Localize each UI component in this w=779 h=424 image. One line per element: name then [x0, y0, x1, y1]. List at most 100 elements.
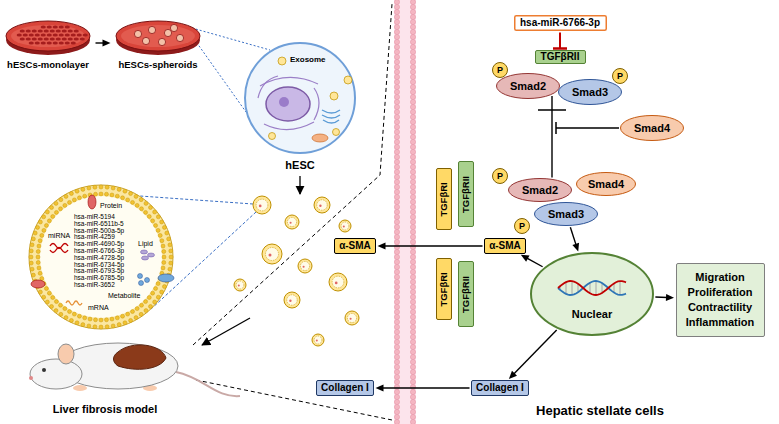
- cargo-dot: [289, 300, 291, 302]
- node-label: hsa-miR-4728-5p: [74, 255, 124, 262]
- node-outline: [515, 219, 530, 234]
- lipid-head: [42, 215, 46, 219]
- lipid-head: [131, 310, 135, 314]
- lipid-head: [394, 79, 399, 84]
- smad-ellipse: Smad2: [496, 73, 560, 99]
- cell-dot: [23, 33, 28, 36]
- lipid-head: [410, 169, 415, 174]
- arrow-head: [572, 243, 579, 252]
- inhibition-head: [553, 47, 567, 50]
- connector-line: [559, 33, 561, 49]
- lipid-head: [68, 200, 72, 204]
- cargo-dot: [290, 222, 292, 224]
- lipid-head: [410, 209, 415, 214]
- node-label: TGFβRII: [461, 176, 472, 213]
- node-label: hsa-miR-6785-5p: [74, 275, 124, 282]
- lipid-head: [162, 285, 166, 289]
- node-label: α-SMA: [339, 240, 371, 252]
- dish-medium: [121, 25, 195, 47]
- lipid-head: [29, 249, 33, 253]
- smad-ellipse: Smad3: [534, 202, 598, 226]
- node-outline: [437, 169, 452, 230]
- mouse-ear: [58, 344, 74, 364]
- lipid-head: [410, 179, 415, 184]
- lipid-head: [410, 139, 415, 144]
- lipid-head: [410, 399, 415, 404]
- lipid-head: [75, 189, 79, 193]
- lipid-head: [64, 316, 68, 320]
- vesicle: [269, 133, 276, 140]
- cargo-dot: [316, 340, 318, 342]
- lipid-head: [410, 279, 415, 284]
- receptor-box: TGFβRI: [436, 258, 452, 320]
- exosome-lumen: [40, 196, 162, 318]
- lipid-head: [410, 39, 415, 44]
- lipid-head: [59, 312, 63, 316]
- lipid-head: [394, 194, 399, 199]
- cell-dot: [59, 33, 64, 36]
- cell-dot: [53, 25, 58, 28]
- lipid-head: [44, 287, 48, 291]
- metabolite-icon: [138, 274, 143, 279]
- cargo-dot: [269, 254, 272, 257]
- endoplasmic-reticulum: [264, 122, 314, 130]
- cell-dot: [53, 33, 58, 36]
- node-label: Smad4: [588, 178, 624, 191]
- node-label: mRNA: [88, 304, 109, 311]
- lipid-head: [410, 49, 415, 54]
- lipid-head: [168, 243, 172, 247]
- exosome-cargo-art: [29, 185, 174, 329]
- connector: [655, 294, 674, 301]
- node-label: hsa-miR-6766-3p: [74, 248, 124, 255]
- node-outline: [559, 80, 622, 105]
- lipid-head: [160, 239, 164, 243]
- node-outline: [535, 51, 585, 64]
- node-label: hsa-miR-6793-5p: [74, 268, 124, 275]
- lipid-head: [410, 329, 415, 334]
- lipid-head: [410, 419, 415, 424]
- lipid-head: [156, 228, 160, 232]
- lipid-head: [410, 364, 415, 369]
- lipid-head: [47, 219, 51, 223]
- metabolite-icon: [139, 281, 144, 286]
- lipid-head: [144, 300, 148, 304]
- lipid-head: [394, 274, 399, 279]
- lipid-head: [31, 237, 35, 241]
- lipid-head: [148, 206, 152, 210]
- cell-dot: [50, 37, 55, 40]
- cell-dot: [29, 41, 34, 44]
- lipid-head: [29, 255, 33, 259]
- mirna-icon: [50, 248, 68, 253]
- node-label: TGFβRII: [461, 276, 472, 313]
- lipid-head: [410, 369, 415, 374]
- connector: [96, 40, 111, 47]
- lipid-head: [38, 290, 42, 294]
- connector-line: [514, 330, 557, 374]
- node-label: hsa-miR-500a-5p: [74, 228, 124, 235]
- cargo-dot: [335, 282, 338, 285]
- connector-line: [527, 258, 543, 267]
- dna-rung: [602, 283, 603, 293]
- node-label: Smad2: [522, 184, 558, 197]
- lipid-head: [394, 99, 399, 104]
- lipid-head: [394, 349, 399, 354]
- lipid-head: [123, 321, 127, 325]
- lipid-head: [410, 0, 415, 5]
- cell-dot: [56, 37, 61, 40]
- spheroid: [158, 38, 165, 45]
- lipid-head: [154, 224, 158, 228]
- mirna-box: hsa-miR-6766-3p: [514, 15, 607, 31]
- lipid-head: [156, 282, 160, 286]
- node-label: Inflammation: [686, 315, 754, 330]
- lipid-head: [410, 14, 415, 19]
- cargo-dot: [350, 318, 352, 320]
- lipid-head: [394, 389, 399, 394]
- lipid-head: [69, 318, 73, 322]
- spheroid: [134, 30, 141, 37]
- cell-dot: [26, 37, 31, 40]
- flow-arrow: [299, 176, 300, 194]
- exosome-lumen: [236, 281, 244, 289]
- lipid-head: [394, 399, 399, 404]
- lipid-head: [394, 84, 399, 89]
